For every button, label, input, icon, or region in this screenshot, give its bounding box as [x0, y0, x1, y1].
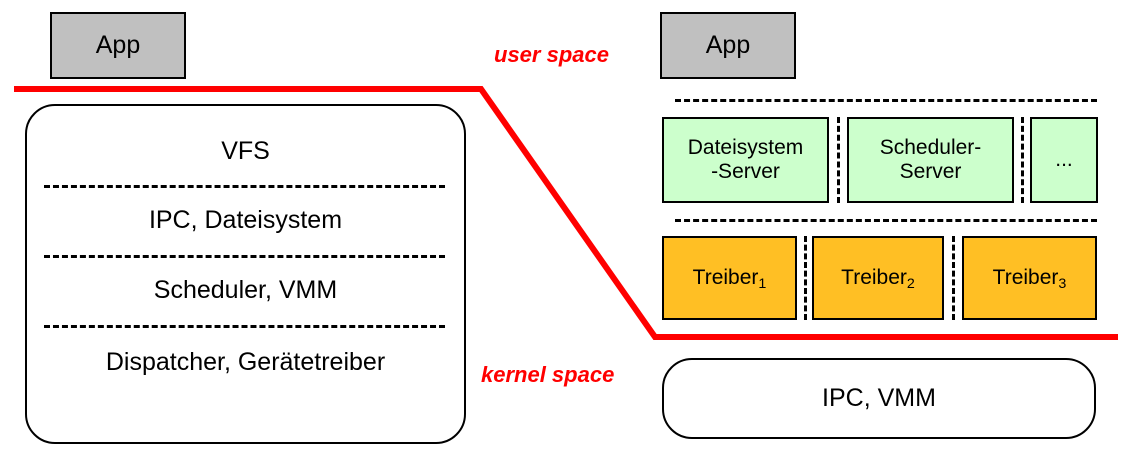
microkernel-driver-2-label: Treiber2 — [841, 265, 915, 293]
microkernel-driver-1-index: 1 — [758, 276, 767, 293]
microkernel-server-scheduler-line1: Scheduler- — [879, 135, 982, 159]
microkernel-driver-3-label: Treiber3 — [992, 265, 1067, 293]
microkernel-server-more: ... — [1030, 117, 1098, 203]
microkernel-server-dateisystem-line1: Dateisystem — [687, 135, 804, 159]
microkernel-app-box: App — [660, 12, 796, 79]
monolithic-layer-scheduler-label: Scheduler, VMM — [153, 275, 338, 304]
microkernel-server-dateisystem: Dateisystem -Server — [662, 117, 829, 203]
microkernel-core-label: IPC, VMM — [822, 384, 936, 413]
microkernel-driver-2-index: 2 — [906, 276, 915, 293]
microkernel-servers-bottom-divider — [675, 219, 1097, 222]
microkernel-driver-3-index: 3 — [1058, 276, 1067, 293]
monolithic-layer-ipc-label: IPC, Dateisystem — [148, 205, 343, 234]
microkernel-server-divider-2 — [1021, 117, 1024, 203]
user-space-label: user space — [494, 42, 609, 67]
microkernel-driver-divider-2 — [952, 236, 955, 320]
monolithic-app-box: App — [50, 12, 186, 79]
kernel-space-label: kernel space — [481, 362, 615, 387]
microkernel-servers-top-divider — [675, 99, 1097, 102]
microkernel-driver-2: Treiber2 — [812, 236, 944, 320]
microkernel-driver-1-label: Treiber1 — [692, 265, 767, 293]
microkernel-driver-3-name: Treiber — [992, 265, 1059, 289]
microkernel-driver-divider-1 — [804, 236, 807, 320]
monolithic-app-label: App — [95, 31, 141, 60]
microkernel-server-dateisystem-line2: -Server — [711, 160, 780, 183]
microkernel-driver-1-name: Treiber — [692, 265, 759, 289]
monolithic-layer-ipc: IPC, Dateisystem — [27, 186, 464, 254]
monolithic-layer-scheduler: Scheduler, VMM — [27, 256, 464, 324]
microkernel-server-scheduler: Scheduler- Server — [847, 117, 1014, 203]
microkernel-driver-2-name: Treiber — [841, 265, 907, 289]
microkernel-app-label: App — [705, 31, 751, 60]
monolithic-layer-dispatcher-label: Dispatcher, Gerätetreiber — [105, 347, 386, 376]
monolithic-layer-vfs: VFS — [27, 118, 464, 184]
microkernel-driver-3: Treiber3 — [962, 236, 1097, 320]
microkernel-core-box: IPC, VMM — [662, 358, 1096, 439]
microkernel-server-scheduler-line2: Server — [899, 160, 962, 183]
microkernel-server-more-label: ... — [1055, 147, 1073, 171]
microkernel-driver-1: Treiber1 — [662, 236, 797, 320]
monolithic-layer-vfs-label: VFS — [221, 136, 270, 165]
monolithic-layer-dispatcher: Dispatcher, Gerätetreiber — [27, 326, 464, 398]
microkernel-server-divider-1 — [837, 117, 840, 203]
